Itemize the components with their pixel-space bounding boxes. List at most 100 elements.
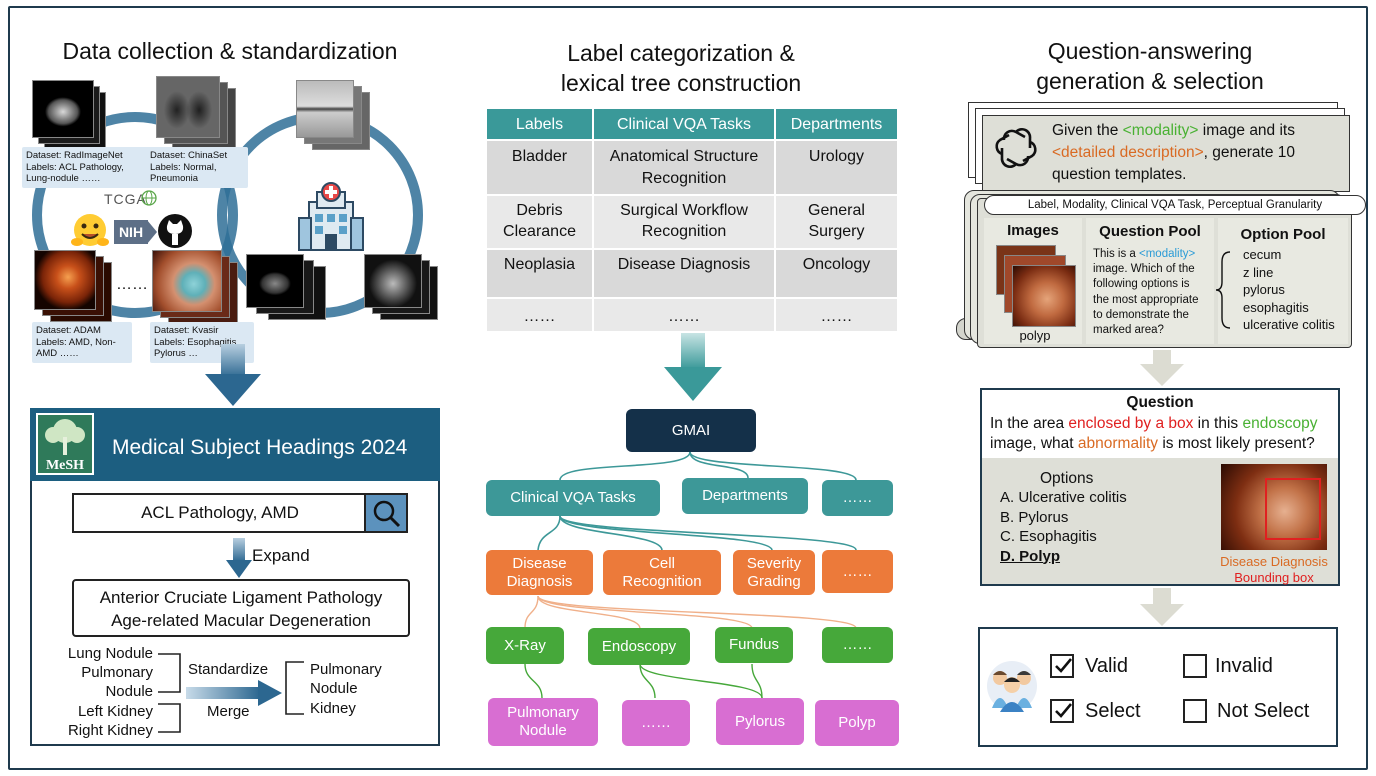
node-label: Disease [512,554,567,572]
ellipsis-datasets: …… [116,276,148,293]
prompt-line3: question templates. [1052,166,1187,183]
not-select-label: Not Select [1217,700,1310,722]
expanded-term-acl: Anterior Cruciate Ligament Pathology [99,588,383,607]
merge-label: Merge [207,703,250,720]
tree-root-gmai: GMAI [626,409,756,452]
qpool-text: This is a [1093,248,1140,260]
table-col-divider [774,109,776,331]
node-label: Nodule [519,722,567,739]
node-label: …… [641,714,671,731]
question-title: Question [1126,394,1194,411]
prompt-detail-token: <detailed description> [1052,144,1204,161]
arrow-down-icon [205,344,261,406]
table-header-departments [776,109,897,139]
option-pool-item: cecum [1243,247,1282,262]
tree-node-ellipsis: …… [822,550,893,593]
raw-term-right-kidney: Right Kidney [67,722,153,739]
option-pool-item: pylorus [1243,282,1285,297]
hospital-icon [298,182,364,251]
node-label: …… [842,636,873,653]
question-pool-title: Question Pool [1099,223,1201,240]
cell-dept: Oncology [802,256,871,273]
panel1-title: Data collection & standardization [62,38,398,64]
expanded-terms-box [72,579,410,637]
node-label: Diagnosis [506,572,573,590]
option-item-correct: D. Polyp [1000,547,1061,565]
table-row [487,141,897,194]
invalid-checkbox[interactable] [1183,654,1207,678]
prompt-text: Given the [1052,122,1123,139]
cell-dept: Urology [808,148,865,165]
reviewers-icon [987,661,1037,712]
valid-checkbox[interactable] [1050,654,1074,678]
checkmark-icon [1055,703,1072,718]
panel3-title: Question-answering generation & selectio… [955,36,1345,96]
search-button[interactable] [364,493,408,533]
raw-term-lung-nodule: Lung Nodule [67,645,153,662]
cell-task: …… [668,308,700,325]
prompt-text: , generate 10 [1203,144,1296,161]
node-label: Pylorus [734,712,786,730]
node-label: Polyp [838,714,876,731]
cell-label: Neoplasia [503,256,576,273]
arrow-down-icon [1140,588,1184,626]
select-label: Select [1085,700,1141,722]
standardize-arrow-icon [186,680,282,706]
node-label: …… [842,562,873,580]
panel2-title: Label categorization & lexical tree cons… [476,38,886,98]
cell-task: Recognition [641,223,727,240]
not-select-checkbox[interactable] [1183,699,1207,723]
tree-node-xray: X-Ray [486,627,564,664]
option-pool-brace [1216,251,1231,329]
prompt-modality-token: <modality> [1122,122,1199,139]
option-item: C. Esophagitis [1000,528,1097,545]
std-term-kidney: Kidney [310,700,356,717]
cell-dept: General [808,202,865,219]
globe-icon [141,190,157,206]
image-caption-polyp: polyp [1019,328,1051,343]
cell-label: …… [523,308,556,325]
node-label: Pulmonary [507,704,579,721]
panel3-title-line2: generation & selection [1036,68,1264,94]
cell-task: Anatomical Structure [609,148,759,165]
tree-node-fundus: Fundus [715,627,793,663]
prompt-text: image and its [1198,122,1295,139]
table-row [487,196,897,248]
option-pool-title: Option Pool [1240,226,1326,243]
tree-node-clinical-vqa-tasks: Clinical VQA Tasks [486,480,660,516]
search-icon [373,500,401,528]
images-title: Images [1007,222,1059,239]
nih-label: NIH [118,224,144,240]
tree-leaf-polyp: Polyp [815,700,899,746]
mesh-search-input[interactable] [72,493,408,533]
cell-label: Bladder [511,148,568,165]
node-label: Recognition [622,572,702,590]
node-label: Clinical VQA Tasks [510,489,636,506]
option-item: A. Ulcerative colitis [1000,489,1127,506]
tree-node-departments: Departments [682,478,808,514]
expand-label: Expand [252,546,310,565]
mesh-title: Medical Subject Headings 2024 [112,436,408,459]
table-header-labels [487,109,592,139]
question-text: in this [1193,415,1243,432]
checkmark-icon [1055,658,1072,673]
tree-node-ellipsis: …… [822,480,893,516]
node-label: X-Ray [504,636,546,654]
option-pool-item: ulcerative colitis [1243,317,1335,332]
cell-dept: …… [820,308,853,325]
selection-card [978,627,1338,747]
question-line1: In the area enclosed by a box in this en… [990,414,1317,434]
select-checkbox[interactable] [1050,699,1074,723]
question-modality-token: endoscopy [1242,415,1318,432]
task-tag: Disease Diagnosis [1220,554,1328,569]
qpool-text: following options is [1093,278,1190,291]
tcga-logo: TCGA [104,191,147,207]
cell-dept: Surgery [808,223,865,240]
